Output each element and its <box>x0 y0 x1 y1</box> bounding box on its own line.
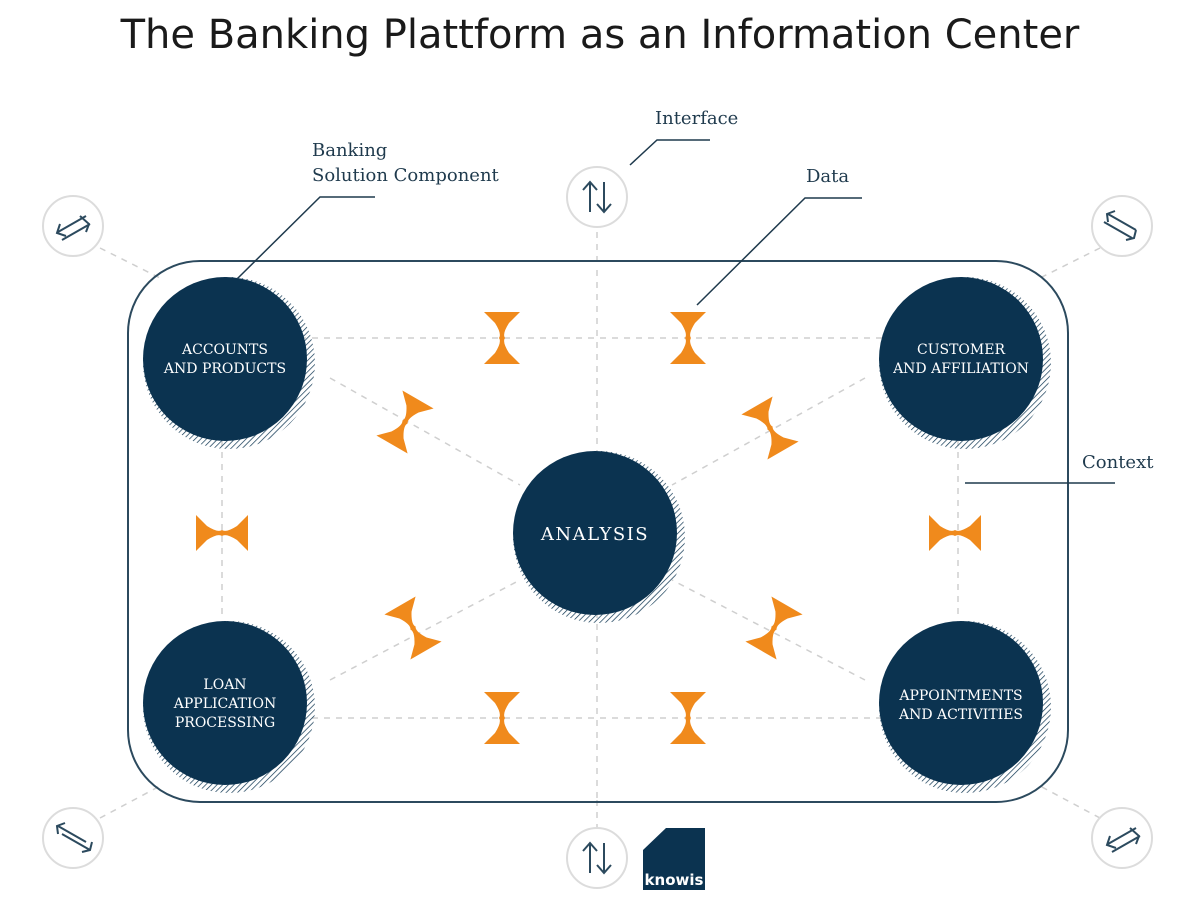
node-loan-application-processing[interactable]: LOAN APPLICATION PROCESSING <box>143 621 315 793</box>
svg-text:APPLICATION: APPLICATION <box>173 696 276 712</box>
node-customer-and-affiliation[interactable]: CUSTOMER AND AFFILIATION <box>879 277 1051 449</box>
dashed-connectors <box>99 232 1101 830</box>
context-label: Context <box>1082 452 1154 473</box>
bowtie-icon-diag-tl <box>376 390 434 454</box>
svg-text:ANALYSIS: ANALYSIS <box>540 524 649 545</box>
leader-lines <box>237 139 1115 484</box>
bowtie-icon-top-left <box>484 312 520 364</box>
bowtie-icon-diag-bl <box>384 596 442 660</box>
bowtie-icon-right <box>929 515 981 551</box>
svg-text:APPOINTMENTS: APPOINTMENTS <box>898 688 1022 704</box>
swap-icon-bottom-left[interactable] <box>42 807 104 869</box>
swap-icon-top-left[interactable] <box>42 195 104 257</box>
node-appointments-and-activities[interactable]: APPOINTMENTS AND ACTIVITIES <box>879 621 1051 793</box>
bowtie-icon-diag-tr <box>741 396 799 460</box>
svg-text:AND PRODUCTS: AND PRODUCTS <box>163 361 286 377</box>
svg-text:LOAN: LOAN <box>203 677 246 693</box>
swap-icon-bottom-right[interactable] <box>1091 807 1153 869</box>
banking-component-label-line1: Banking <box>312 140 387 161</box>
up-down-icon-bottom[interactable] <box>566 827 628 889</box>
banking-component-label-line2: Solution Component <box>312 165 500 186</box>
svg-text:AND ACTIVITIES: AND ACTIVITIES <box>898 707 1023 723</box>
node-analysis[interactable]: ANALYSIS <box>513 451 685 623</box>
knowis-logo: knowis <box>643 828 705 890</box>
bowtie-icon-diag-br <box>745 596 803 660</box>
diagram-title: The Banking Plattform as an Information … <box>120 12 1080 58</box>
node-accounts-and-products[interactable]: ACCOUNTS AND PRODUCTS <box>143 277 315 449</box>
svg-text:AND AFFILIATION: AND AFFILIATION <box>892 361 1029 377</box>
up-down-icon-top[interactable] <box>566 166 628 228</box>
interface-label: Interface <box>655 108 738 129</box>
logo-text: knowis <box>645 871 704 889</box>
svg-text:ACCOUNTS: ACCOUNTS <box>181 342 268 358</box>
bowtie-icon-bottom-left <box>484 692 520 744</box>
svg-text:CUSTOMER: CUSTOMER <box>917 342 1005 358</box>
data-label: Data <box>806 166 849 187</box>
bowtie-icon-left <box>196 515 248 551</box>
swap-icon-top-right[interactable] <box>1091 195 1153 257</box>
context-frame <box>127 260 1069 803</box>
svg-text:PROCESSING: PROCESSING <box>175 715 275 731</box>
